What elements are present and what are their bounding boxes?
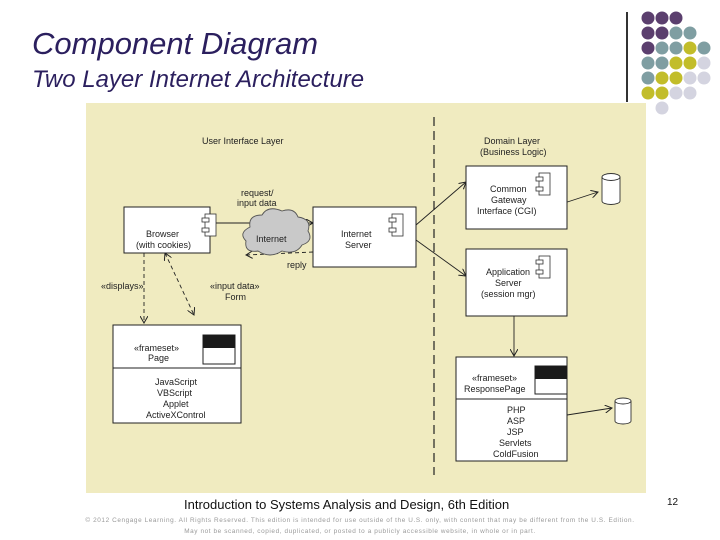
copyright-line-1: © 2012 Cengage Learning. All Rights Rese… — [85, 517, 635, 524]
diagram-canvas: User Interface Layer Domain Layer (Busin… — [86, 103, 646, 493]
dots-row-7 — [655, 101, 669, 115]
response-page-stereotype: «frameset» — [472, 373, 517, 383]
dots-row-2 — [641, 26, 697, 40]
connector-input-data — [165, 253, 194, 315]
page-item: ActiveXControl — [146, 410, 206, 420]
page-name: Page — [148, 353, 169, 363]
slide-title: Component Diagram — [32, 26, 319, 61]
domain-layer-label: Domain Layer — [484, 136, 540, 146]
footer-text: Introduction to Systems Analysis and Des… — [184, 497, 510, 512]
dots-row-5 — [641, 71, 711, 85]
database-icon — [601, 173, 621, 205]
connector-server-cgi — [415, 182, 466, 226]
slide-subtitle: Two Layer Internet Architecture — [32, 66, 365, 93]
connector-response-db — [566, 408, 612, 416]
component-icon — [201, 213, 217, 237]
response-page-name: ResponsePage — [464, 384, 526, 394]
request-label: request/ — [241, 188, 274, 198]
form-label: Form — [225, 292, 246, 302]
connector-server-appserver — [415, 239, 466, 276]
internet-cloud — [242, 208, 311, 256]
cgi-sublabel-1: Gateway — [491, 195, 527, 205]
page-stereotype: «frameset» — [134, 343, 179, 353]
response-frame-icon-top — [535, 366, 567, 379]
input-data-label: «input data» — [210, 281, 260, 291]
internet-server-label: Internet — [341, 229, 372, 239]
cloud-label: Internet — [256, 234, 287, 244]
page-item: VBScript — [157, 388, 193, 398]
response-page-item: ColdFusion — [493, 449, 539, 459]
dots-row-6 — [641, 86, 697, 100]
domain-layer-sublabel: (Business Logic) — [480, 147, 547, 157]
page-item: JavaScript — [155, 377, 198, 387]
component-icon — [535, 255, 551, 279]
cgi-sublabel-2: Interface (CGI) — [477, 206, 537, 216]
dots-row-1 — [641, 11, 683, 25]
copyright-line-2: May not be scanned, copied, duplicated, … — [184, 528, 536, 535]
browser-component — [123, 206, 211, 254]
component-icon — [388, 213, 404, 237]
ui-layer-label: User Interface Layer — [202, 136, 284, 146]
app-server-sublabel-1: Server — [495, 278, 522, 288]
component-diagram: User Interface Layer Domain Layer (Busin… — [101, 117, 632, 475]
app-server-label: Application — [486, 267, 530, 277]
browser-label: Browser — [146, 229, 179, 239]
response-page-item: ASP — [507, 416, 525, 426]
request-sublabel: input data — [237, 198, 277, 208]
database-icon — [614, 397, 632, 425]
component-icon — [535, 172, 551, 196]
response-page-item: JSP — [507, 427, 524, 437]
dots-row-4 — [641, 56, 711, 70]
response-page-item: PHP — [507, 405, 526, 415]
page-item: Applet — [163, 399, 189, 409]
page-number: 12 — [667, 497, 679, 508]
cgi-label: Common — [490, 184, 527, 194]
reply-label: reply — [287, 260, 307, 270]
dots-row-3 — [641, 41, 711, 55]
decorative-dots — [641, 11, 711, 115]
app-server-sublabel-2: (session mgr) — [481, 289, 536, 299]
response-page-item: Servlets — [499, 438, 532, 448]
page-frame-icon-top — [203, 335, 235, 348]
browser-sublabel: (with cookies) — [136, 240, 191, 250]
internet-server-sublabel: Server — [345, 240, 372, 250]
title-divider — [626, 12, 628, 102]
displays-label: «displays» — [101, 281, 144, 291]
